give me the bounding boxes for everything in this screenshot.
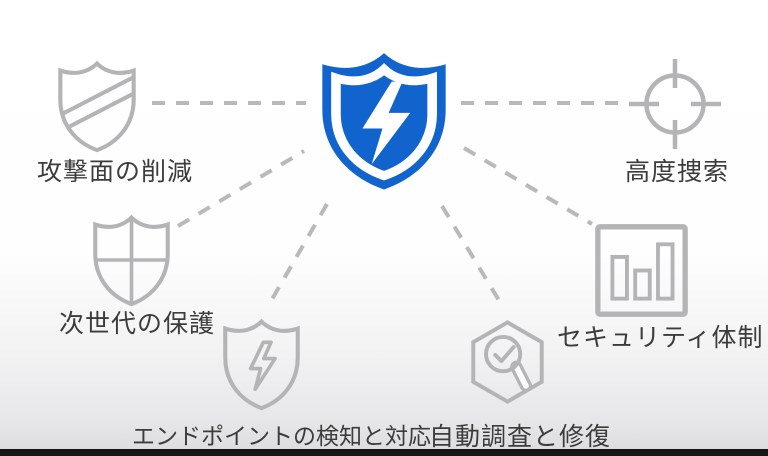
shield-cross-icon <box>93 214 170 307</box>
lightning-bolt-glyph <box>362 81 411 165</box>
node-label-edr: エンドポイントの検知と対応 <box>132 423 431 449</box>
node-label-security-posture: セキュリティ体制 <box>557 324 764 352</box>
hexagon-magnifier-check-icon <box>471 320 544 404</box>
video-letterbox-bar <box>0 449 768 456</box>
shield-stripe-icon <box>58 60 136 153</box>
node-label-next-gen-protection: 次世代の保護 <box>58 310 215 338</box>
connector-next-gen-protection <box>176 149 306 228</box>
crosshair-target-icon <box>629 59 721 149</box>
connector-edr <box>265 203 329 309</box>
shield-bolt-outline-icon <box>223 318 300 411</box>
node-label-auto-investigation: 自動調査と修復 <box>428 423 611 451</box>
node-label-advanced-hunting: 高度捜索 <box>624 158 729 186</box>
connector-security-posture <box>462 146 594 226</box>
connector-auto-investigation <box>440 204 502 304</box>
bar-chart-icon <box>595 224 688 317</box>
node-label-attack-surface: 攻撃面の削減 <box>36 158 193 186</box>
defender-shield-bolt-icon <box>322 53 446 190</box>
